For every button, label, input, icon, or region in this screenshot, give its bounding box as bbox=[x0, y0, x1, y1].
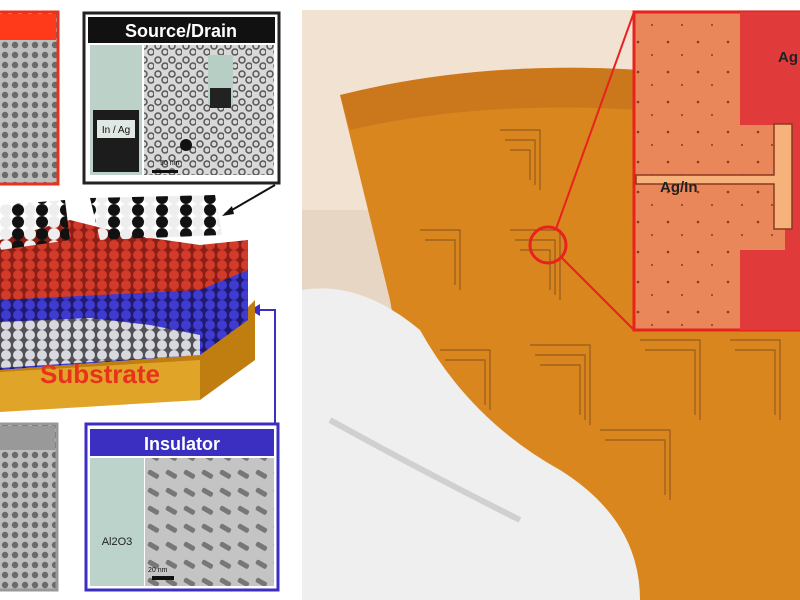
scale-label: 20 nm bbox=[148, 567, 168, 574]
insulator-title: Insulator bbox=[144, 434, 220, 454]
magnify-circle bbox=[528, 225, 568, 265]
scale-label: 50 nm bbox=[160, 160, 180, 167]
device-array bbox=[420, 129, 781, 500]
glove bbox=[302, 288, 640, 600]
microscope-inset: Ag/In Ag bbox=[632, 10, 800, 332]
channel-electrode bbox=[635, 123, 793, 230]
vial-label: In / Ag bbox=[102, 125, 130, 136]
substrate-label: Substrate bbox=[40, 359, 160, 389]
bottom-left-inset-box bbox=[0, 422, 59, 592]
vial-label: Al2O3 bbox=[102, 536, 133, 548]
right-panel-photo: Ag/In Ag bbox=[302, 10, 800, 600]
inset-label-ag-in: Ag/In bbox=[660, 179, 698, 196]
device-stack: Substrate bbox=[0, 195, 255, 412]
substrate-layer bbox=[0, 360, 200, 412]
insulator-inset-box: Insulator Al2O3 20 nm bbox=[84, 422, 280, 592]
electrode-pad bbox=[740, 12, 800, 330]
source-electrode bbox=[0, 200, 70, 250]
arrow-insulator bbox=[256, 309, 276, 423]
scale-bar bbox=[152, 576, 174, 580]
left-panel: Source/Drain In / Ag 50 nm Substrate bbox=[0, 10, 281, 592]
gate-layer bbox=[0, 318, 200, 368]
source-drain-title: Source/Drain bbox=[125, 21, 237, 41]
source-drain-inset-box: Source/Drain In / Ag 50 nm bbox=[82, 11, 281, 185]
scale-bar bbox=[152, 170, 178, 173]
vial-image bbox=[93, 110, 139, 172]
gate-inset-box bbox=[0, 10, 60, 186]
drain-electrode bbox=[90, 195, 222, 240]
inset-label-ag: Ag bbox=[778, 49, 798, 66]
tem-image bbox=[145, 458, 274, 586]
arrow-source-drain bbox=[224, 184, 276, 215]
